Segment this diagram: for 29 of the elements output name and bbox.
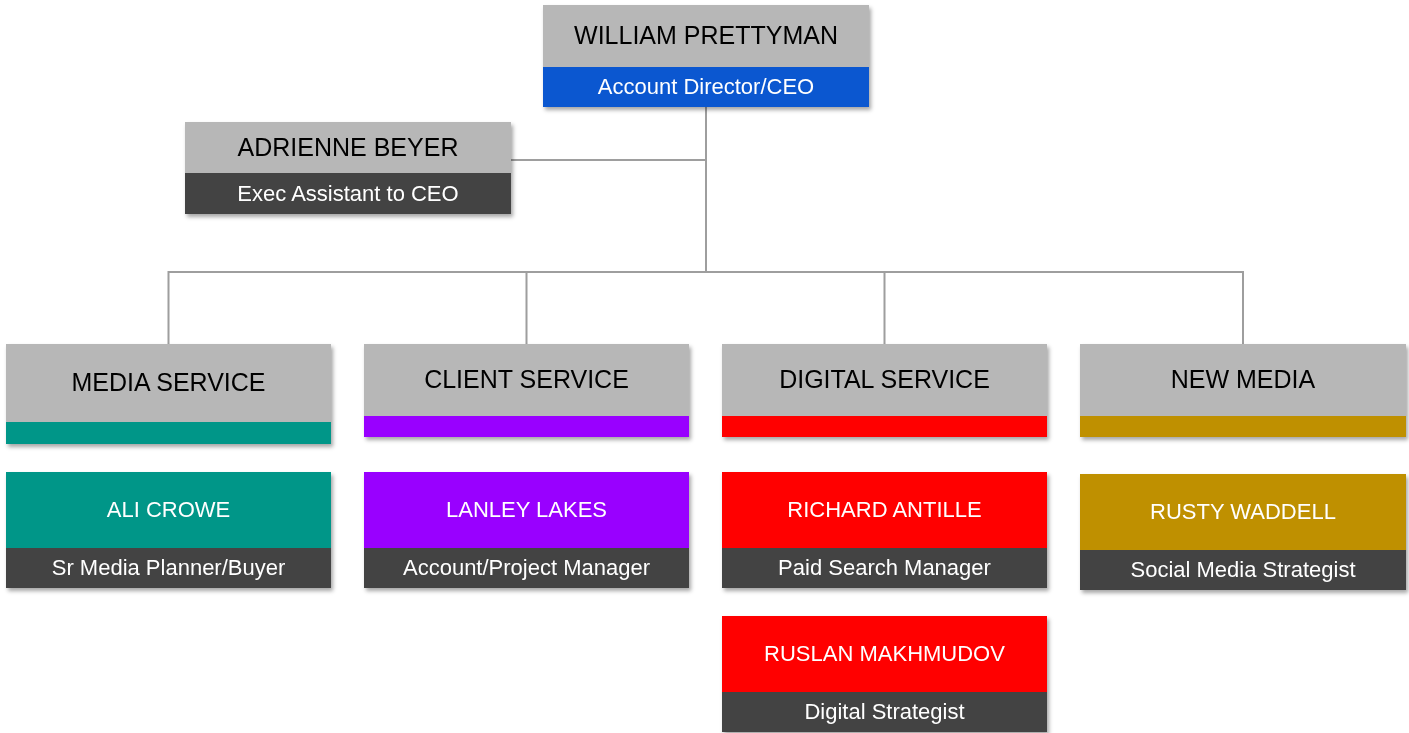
name-header: ALI CROWE xyxy=(6,472,331,548)
name-header: ADRIENNE BEYER xyxy=(185,122,511,173)
person-card xyxy=(722,472,1047,588)
role-label: Paid Search Manager xyxy=(722,548,1047,588)
person-card xyxy=(364,472,689,588)
name-header: DIGITAL SERVICE xyxy=(722,344,1047,416)
name-header: MEDIA SERVICE xyxy=(6,344,331,422)
person-card xyxy=(185,122,511,214)
name-header: NEW MEDIA xyxy=(1080,344,1406,416)
department-card xyxy=(6,344,331,444)
person-card xyxy=(722,616,1047,732)
department-card xyxy=(364,344,689,437)
name-header: RICHARD ANTILLE xyxy=(722,472,1047,548)
department-card xyxy=(1080,344,1406,437)
name-header: WILLIAM PRETTYMAN xyxy=(543,5,869,67)
person-card xyxy=(543,5,869,107)
role-label: Account Director/CEO xyxy=(543,67,869,107)
role-label: Digital Strategist xyxy=(722,692,1047,732)
person-card xyxy=(6,472,331,588)
name-header: RUSTY WADDELL xyxy=(1080,474,1406,550)
role-label: Account/Project Manager xyxy=(364,548,689,588)
name-header: CLIENT SERVICE xyxy=(364,344,689,416)
name-header: RUSLAN MAKHMUDOV xyxy=(722,616,1047,692)
role-label: Exec Assistant to CEO xyxy=(185,173,511,214)
name-header: LANLEY LAKES xyxy=(364,472,689,548)
role-label: Sr Media Planner/Buyer xyxy=(6,548,331,588)
department-card xyxy=(722,344,1047,437)
person-card xyxy=(1080,474,1406,590)
role-label: Social Media Strategist xyxy=(1080,550,1406,590)
